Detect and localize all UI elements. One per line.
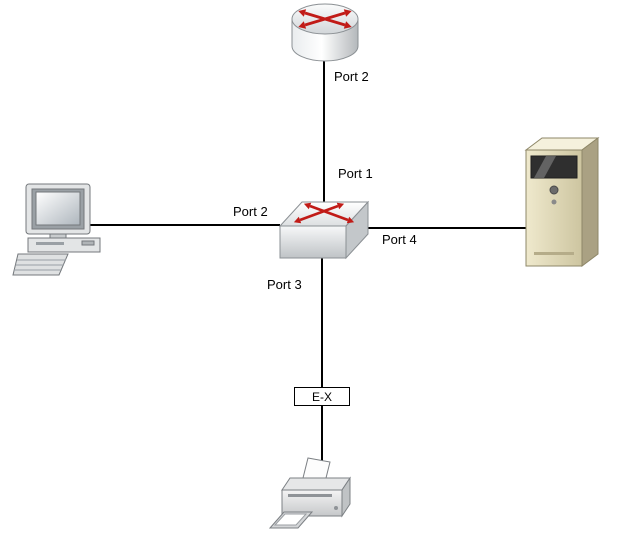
switch-icon (276, 192, 372, 264)
desktop-pc-icon (12, 182, 104, 278)
server-icon (522, 132, 604, 272)
link-switch-printer (321, 250, 323, 470)
label-switch-port-1: Port 1 (338, 166, 373, 181)
ex-inline-label: E-X (311, 389, 332, 404)
link-switch-server (366, 227, 526, 229)
ex-inline-box: E-X (294, 387, 350, 406)
label-switch-port-2: Port 2 (233, 204, 268, 219)
link-pc-switch (88, 224, 280, 226)
label-router-port-2: Port 2 (334, 69, 369, 84)
link-router-switch (323, 58, 325, 204)
printer-icon (268, 456, 356, 536)
router-icon (288, 2, 362, 66)
label-switch-port-3: Port 3 (267, 277, 302, 292)
label-switch-port-4: Port 4 (382, 232, 417, 247)
